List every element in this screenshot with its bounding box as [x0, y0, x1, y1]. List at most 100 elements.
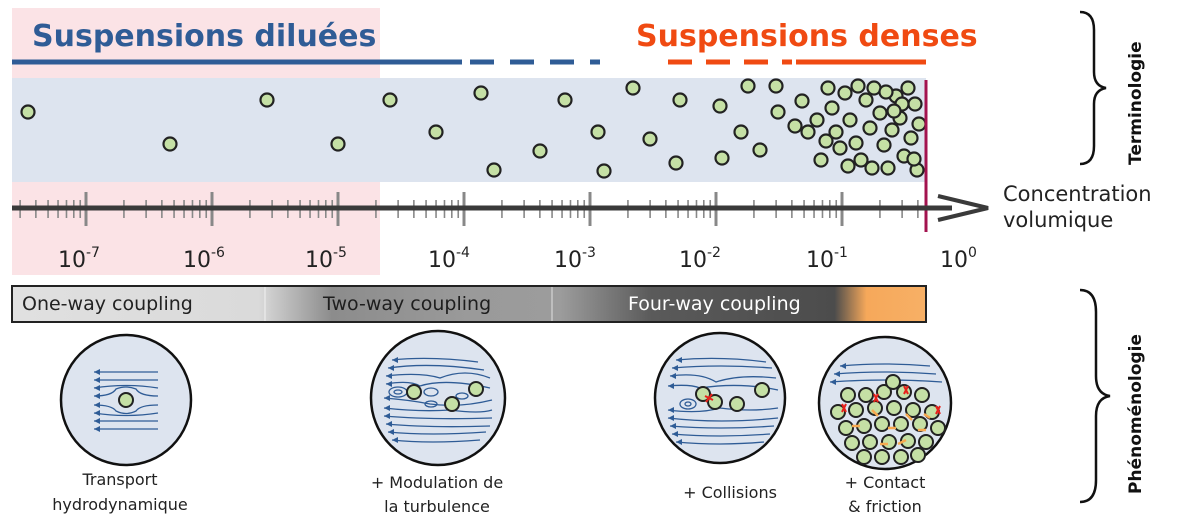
tick-label-1e-6: 10-6: [183, 245, 225, 273]
packed-particle: [838, 420, 854, 436]
particle: [532, 143, 548, 159]
particle: [907, 96, 923, 112]
axis-arrowhead: [937, 194, 989, 222]
tick-label-1e-2: 10-2: [679, 245, 721, 273]
particle: [770, 104, 786, 120]
packed-particle: [874, 449, 890, 465]
particle: [878, 84, 894, 100]
particle: [809, 112, 825, 128]
tick-label-1e-7: 10-7: [58, 245, 100, 273]
packed-particle: [840, 387, 856, 403]
caption-contact-line2: & friction: [848, 497, 922, 516]
particle: [818, 133, 834, 149]
packed-particle: [885, 374, 901, 390]
phenomenology-brace: [1079, 288, 1111, 504]
four-way-coupling-label: Four-way coupling: [628, 293, 801, 315]
particle: [853, 152, 869, 168]
dilute-suspensions-label: Suspensions diluées: [32, 19, 376, 54]
packed-particle: [930, 420, 946, 436]
tick-label-1e-4: 10-4: [428, 245, 470, 273]
particle: [625, 80, 641, 96]
dense-suspensions-label: Suspensions denses: [636, 19, 978, 54]
particle: [906, 151, 922, 167]
packed-particle: [874, 416, 890, 432]
caption-transport-line2: hydrodynamique: [52, 495, 188, 514]
particle-band: [12, 78, 926, 182]
particle: [813, 152, 829, 168]
axis-label-line2: volumique: [1003, 208, 1113, 232]
particle: [740, 78, 756, 94]
particle: [886, 103, 902, 119]
particle: [900, 80, 916, 96]
tick-label-1e-1: 10-1: [806, 245, 848, 273]
phenomenon-transport-circle: [59, 333, 193, 467]
particle: [824, 100, 840, 116]
particle: [876, 137, 892, 153]
particle: [840, 158, 856, 174]
coupling-bar: [11, 285, 927, 323]
particle: [837, 85, 853, 101]
terminology-side-label: Terminologie: [1126, 41, 1146, 165]
particle: [903, 130, 919, 146]
particle: [557, 92, 573, 108]
particle: [858, 92, 874, 108]
particle: [486, 162, 502, 178]
packed-particle: [910, 447, 926, 463]
packed-particle: [856, 449, 872, 465]
terminology-brace: [1079, 10, 1107, 166]
particle: [162, 136, 178, 152]
particle: [259, 92, 275, 108]
phenomenon-contact-circle: [817, 335, 953, 471]
particle: [473, 85, 489, 101]
one-way-coupling-label: One-way coupling: [22, 293, 193, 315]
particle: [428, 124, 444, 140]
axis-tick-labels: 10-7 10-6 10-5 10-4 10-3 10-2 10-1 100: [58, 245, 977, 273]
particle: [20, 104, 36, 120]
particle: [768, 78, 784, 94]
packed-particle: [914, 387, 930, 403]
caption-transport-line1: Transport: [81, 470, 157, 489]
tick-label-1e0: 100: [940, 245, 977, 273]
particle: [884, 122, 900, 138]
two-way-coupling-label: Two-way coupling: [322, 293, 491, 315]
particle: [752, 142, 768, 158]
caption-turbulence-line1: + Modulation de: [371, 473, 503, 492]
particle: [832, 140, 848, 156]
phenomenon-turbulence-circle: [369, 329, 507, 467]
particle: [842, 112, 858, 128]
particle: [330, 136, 346, 152]
axis-label-line1: Concentration: [1003, 182, 1152, 206]
tick-label-1e-3: 10-3: [554, 245, 596, 273]
particle: [642, 131, 658, 147]
packed-particle: [886, 400, 902, 416]
caption-contact-line1: + Contact: [845, 473, 926, 492]
phenomenon-collisions-circle: [653, 331, 787, 465]
particle: [672, 92, 688, 108]
particle: [712, 98, 728, 114]
packed-particle: [881, 434, 897, 450]
particle: [850, 78, 866, 94]
particle: [382, 92, 398, 108]
caption-turbulence-line2: la turbulence: [384, 497, 490, 516]
packed-particle: [876, 384, 892, 400]
packed-particle: [858, 387, 874, 403]
particle: [872, 105, 888, 121]
particle: [848, 135, 864, 151]
caption-collisions-line1: + Collisions: [683, 483, 777, 502]
particle: [862, 120, 878, 136]
particle: [787, 118, 803, 134]
particle: [800, 124, 816, 140]
particle: [880, 160, 896, 176]
particle: [828, 124, 844, 140]
phenomenon-captions: Transport hydrodynamique + Modulation de…: [52, 470, 925, 516]
packed-particle: [862, 434, 878, 450]
packed-particle: [893, 449, 909, 465]
particle: [911, 116, 927, 132]
particle: [820, 80, 836, 96]
particle: [590, 124, 606, 140]
particle: [794, 93, 810, 109]
packed-particle: [893, 416, 909, 432]
tick-label-1e-5: 10-5: [305, 245, 347, 273]
particle: [714, 150, 730, 166]
